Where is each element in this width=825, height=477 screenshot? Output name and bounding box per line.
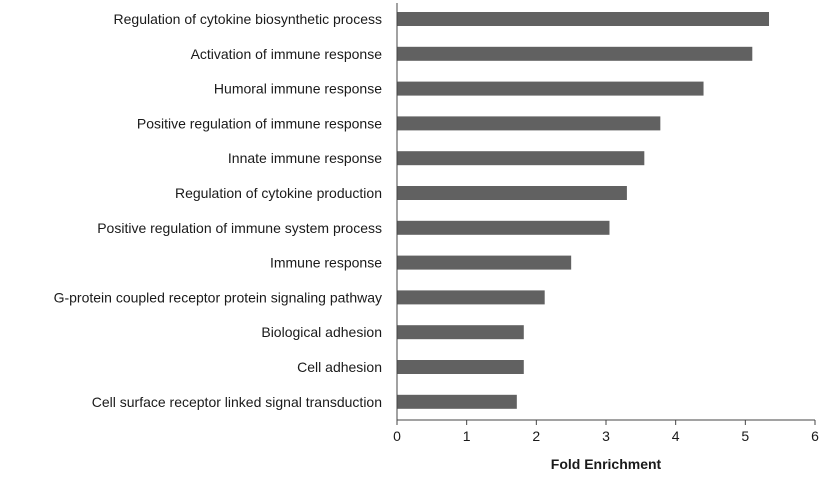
x-tick-label: 5 (741, 428, 749, 444)
category-label: Activation of immune response (191, 46, 383, 62)
bar (397, 151, 645, 166)
category-label: Regulation of cytokine production (175, 185, 382, 201)
x-tick-label: 2 (532, 428, 540, 444)
category-label: Biological adhesion (261, 324, 382, 340)
x-ticks: 0 1 2 3 4 5 6 (393, 420, 819, 444)
bar (397, 325, 524, 340)
category-label: Cell surface receptor linked signal tran… (92, 394, 382, 410)
x-tick-label: 6 (811, 428, 819, 444)
bar (397, 290, 545, 305)
bar (397, 186, 627, 200)
category-label: Positive regulation of immune system pro… (97, 220, 382, 236)
x-tick-label: 4 (672, 428, 680, 444)
bar (397, 255, 572, 270)
bar (397, 360, 524, 374)
category-label: Innate immune response (228, 150, 382, 166)
x-axis-title: Fold Enrichment (551, 456, 662, 472)
category-label: Positive regulation of immune response (137, 115, 382, 131)
x-tick-label: 3 (602, 428, 610, 444)
category-label: Cell adhesion (297, 359, 382, 375)
bar (397, 116, 661, 131)
bar (397, 81, 704, 96)
bars (397, 12, 770, 409)
category-label: G-protein coupled receptor protein signa… (54, 289, 382, 305)
category-label: Immune response (270, 255, 382, 271)
category-label: Humoral immune response (214, 81, 382, 97)
category-labels: Regulation of cytokine biosynthetic proc… (54, 11, 383, 410)
bar (397, 12, 770, 26)
bar (397, 46, 753, 61)
category-label: Regulation of cytokine biosynthetic proc… (114, 11, 382, 27)
bar (397, 394, 517, 409)
x-tick-label: 1 (463, 428, 471, 444)
bar (397, 220, 610, 235)
x-tick-label: 0 (393, 428, 401, 444)
